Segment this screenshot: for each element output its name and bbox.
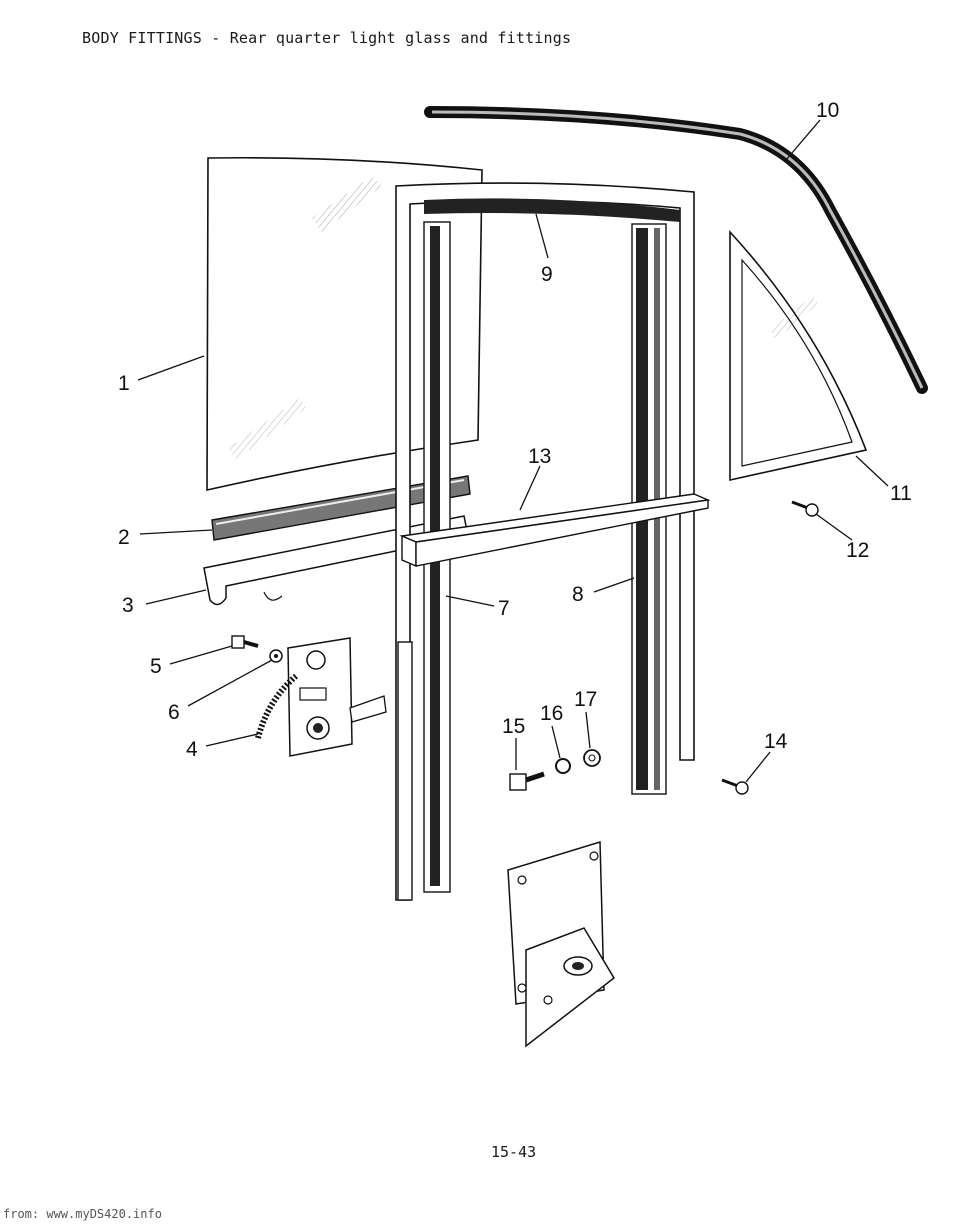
part-15-bolt	[509, 771, 545, 791]
callout-12: 12	[846, 539, 869, 562]
callout-13: 13	[528, 445, 551, 468]
part-11-quarter-light	[729, 229, 868, 481]
part-5-bolt	[231, 635, 259, 649]
part-4-window-regulator	[255, 637, 387, 757]
page-title: BODY FITTINGS - Rear quarter light glass…	[82, 29, 572, 47]
callout-labels: 1 2 3 4 5 6 7 8 9 10 11 12 13 14 15 16 1…	[118, 99, 912, 761]
page-number: 15-43	[491, 1143, 537, 1161]
callout-14: 14	[764, 730, 788, 753]
part-10-drip-moulding	[424, 106, 928, 394]
callout-2: 2	[118, 526, 130, 549]
callout-5: 5	[150, 655, 162, 678]
callout-15: 15	[502, 715, 525, 738]
part-17-plain-washer	[583, 749, 601, 767]
callout-4: 4	[186, 738, 198, 761]
callout-3: 3	[122, 594, 134, 617]
callout-11: 11	[890, 482, 912, 505]
leader-lines	[137, 119, 889, 783]
part-6-washer	[269, 649, 283, 663]
part-1-door-glass	[206, 156, 483, 492]
part-9-frame-and-seal	[395, 182, 695, 901]
callout-16: 16	[540, 702, 563, 725]
part-12-screw	[791, 500, 819, 517]
callout-8: 8	[572, 583, 584, 606]
part-13-waist-bar	[399, 493, 711, 568]
callout-10: 10	[816, 99, 839, 122]
callout-17: 17	[574, 688, 597, 711]
callout-1: 1	[118, 372, 130, 395]
source-watermark: from: www.myDS420.info	[3, 1207, 162, 1221]
callout-6: 6	[168, 701, 180, 724]
callout-7: 7	[498, 597, 510, 620]
part-16-spring-washer	[555, 758, 571, 774]
part-14-screw	[721, 778, 749, 795]
callout-9: 9	[541, 263, 553, 286]
lower-mounting-bracket	[507, 840, 615, 1048]
